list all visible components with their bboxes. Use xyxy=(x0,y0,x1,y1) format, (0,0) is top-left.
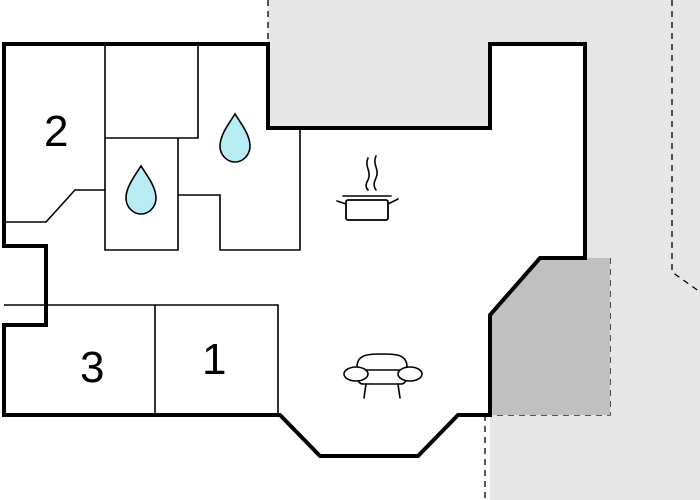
room-1-label: 1 xyxy=(202,335,226,384)
room-3-label: 3 xyxy=(80,343,104,392)
cooking-pot-icon xyxy=(336,155,399,221)
water-drop-icon xyxy=(125,164,157,215)
terrace-dashed-outline xyxy=(267,0,700,500)
terrace-top xyxy=(268,0,700,500)
interior-walls xyxy=(4,44,301,415)
sofa-icon xyxy=(343,353,423,399)
outer-wall xyxy=(2,42,587,458)
water-drop-icon xyxy=(219,112,251,163)
covered-terrace xyxy=(490,258,610,415)
room-2-label: 2 xyxy=(44,107,68,156)
